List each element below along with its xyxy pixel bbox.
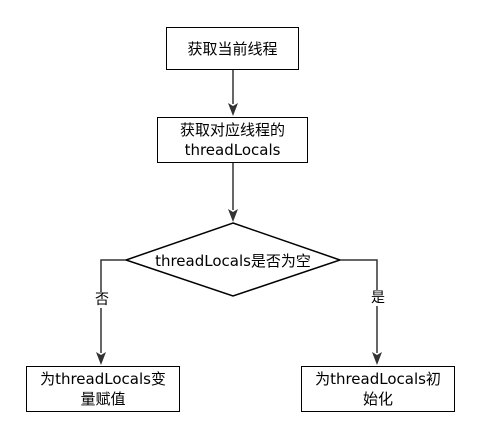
node-assign-thread-locals-line2: 量赋值 [80, 390, 126, 408]
arrowhead-start-to-get-locals [228, 103, 238, 116]
arrowhead-get-locals-to-decision [228, 209, 238, 222]
edge-label-yes: 是 [369, 290, 387, 306]
arrowhead-decision-to-init [372, 352, 382, 365]
node-assign-thread-locals-line1: 为threadLocals变 [40, 370, 166, 388]
node-get-current-thread-label: 获取当前线程 [187, 39, 278, 58]
edge-label-no: 否 [93, 292, 111, 308]
edge-decision-to-init [340, 259, 378, 353]
decision-label: threadLocals是否为空 [155, 252, 311, 270]
node-init-thread-locals-line2: 始化 [362, 390, 393, 408]
node-init-thread-locals-line1: 为threadLocals初 [315, 370, 441, 388]
node-get-thread-locals-line1: 获取对应线程的 [179, 121, 285, 139]
arrowhead-decision-to-assign [96, 352, 106, 365]
decision-diamond [123, 222, 343, 297]
node-get-current-thread: 获取当前线程 [166, 27, 299, 70]
node-get-thread-locals-line2: threadLocals [184, 141, 281, 159]
node-get-thread-locals: 获取对应线程的 threadLocals [157, 117, 308, 163]
node-init-thread-locals: 为threadLocals初 始化 [301, 366, 455, 412]
node-assign-thread-locals: 为threadLocals变 量赋值 [26, 366, 180, 412]
edge-decision-to-assign [100, 259, 126, 353]
